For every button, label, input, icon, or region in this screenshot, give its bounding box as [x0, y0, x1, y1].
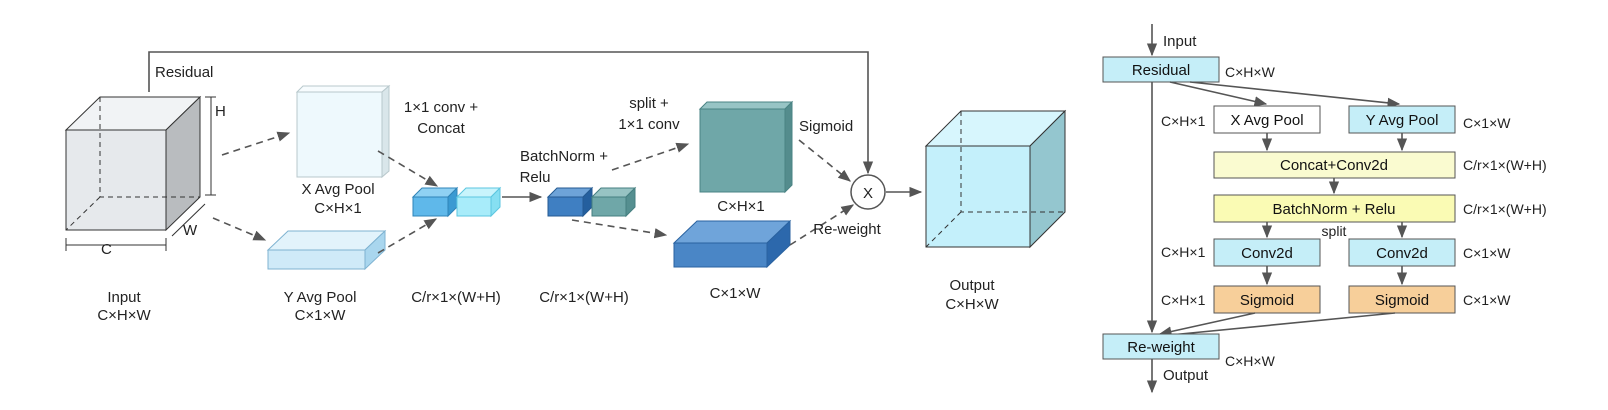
output-shape: C×H×W — [945, 296, 999, 313]
flow-residual-label: Residual — [1132, 62, 1190, 79]
bn-shape: C/r×1×(W+H) — [539, 289, 629, 306]
x-pool-shape: C×H×1 — [314, 200, 362, 217]
dim-c-label: C — [101, 241, 112, 258]
split-conv-line2: 1×1 conv — [618, 116, 680, 133]
arrow-input-to-ypool — [212, 217, 267, 241]
flow-xpool-shape: C×H×1 — [1161, 113, 1206, 129]
flow-sig-right-label: Sigmoid — [1375, 292, 1429, 309]
residual-label: Residual — [155, 64, 213, 81]
flow-arrow-to-xpool — [1169, 81, 1268, 107]
flow-bn-shape: C/r×1×(W+H) — [1463, 201, 1547, 217]
x-pool-label: X Avg Pool — [301, 181, 374, 198]
flow-arrow-sig-left-reweight — [1158, 312, 1256, 337]
flow-bn-label: BatchNorm + Relu — [1273, 201, 1396, 218]
h-branch-shape: C×H×1 — [717, 198, 765, 215]
flow-conv-right-box — [1348, 238, 1456, 267]
flow-concat-box — [1213, 151, 1456, 179]
flow-concat-shape: C/r×1×(W+H) — [1463, 157, 1547, 173]
flow-residual-box — [1102, 56, 1220, 83]
flow-arrow-sig-right-reweight — [1158, 312, 1396, 340]
dim-w-label: W — [183, 222, 198, 239]
input-dimension-marks — [65, 96, 216, 251]
multiply-node — [850, 174, 886, 210]
input-cube — [64, 95, 202, 232]
split-conv-line1: split + — [629, 95, 669, 112]
flow-conv-right-shape: C×1×W — [1463, 245, 1511, 261]
arrow-w-to-multiply — [789, 204, 855, 246]
flow-sig-right-box — [1348, 285, 1456, 314]
arrow-h-to-multiply — [798, 139, 851, 182]
left-panel: Residual H C W Input C×H×W — [64, 51, 1067, 324]
flow-conv-left-label: Conv2d — [1241, 245, 1293, 262]
flow-sig-left-box — [1213, 285, 1321, 314]
flow-reweight-shape: C×H×W — [1225, 353, 1276, 369]
flow-conv-left-box — [1213, 238, 1321, 267]
flow-xpool-label: X Avg Pool — [1230, 112, 1303, 129]
bn-relu-line2: Relu — [520, 169, 551, 186]
w-branch-block — [672, 219, 792, 269]
residual-connection-line — [148, 51, 874, 175]
output-label: Output — [949, 277, 995, 294]
output-cube — [924, 109, 1067, 249]
sigmoid-label: Sigmoid — [799, 118, 853, 135]
flow-input-label: Input — [1163, 33, 1197, 50]
right-panel: Input Residual C×H×W X Avg Pool C×H×1 Y … — [1102, 24, 1547, 394]
multiply-symbol: X — [863, 185, 873, 202]
conv-concat-line1: 1×1 conv + — [404, 99, 478, 116]
flow-sig-left-shape: C×H×1 — [1161, 292, 1206, 308]
dim-h-label: H — [215, 103, 226, 120]
flow-conv-left-shape: C×H×1 — [1161, 244, 1206, 260]
flow-conv-right-label: Conv2d — [1376, 245, 1428, 262]
conv-concat-line2: Concat — [417, 120, 465, 137]
input-label: Input — [107, 289, 141, 306]
flow-sig-right-shape: C×1×W — [1463, 292, 1511, 308]
arrow-ypool-to-concat — [377, 218, 438, 254]
w-branch-shape: C×1×W — [710, 285, 762, 302]
arrow-bn-to-w-branch — [571, 219, 668, 239]
flow-ypool-label: Y Avg Pool — [1366, 112, 1439, 129]
concat-block — [411, 186, 502, 218]
bn-relu-line1: BatchNorm + — [520, 148, 608, 165]
y-avg-pool-block — [266, 229, 387, 271]
flow-residual-shape: C×H×W — [1225, 64, 1276, 80]
flow-split-label: split — [1322, 223, 1347, 239]
flow-concat-label: Concat+Conv2d — [1280, 157, 1388, 174]
arrow-bn-to-h-branch — [611, 142, 690, 171]
flow-sig-left-label: Sigmoid — [1240, 292, 1294, 309]
reweight-label: Re-weight — [813, 221, 881, 238]
flow-reweight-label: Re-weight — [1127, 339, 1195, 356]
flow-arrow-to-ypool — [1189, 81, 1401, 108]
flow-output-label: Output — [1163, 367, 1209, 384]
flow-xpool-box — [1213, 105, 1321, 134]
arrow-input-to-xpool — [221, 131, 291, 156]
flow-ypool-shape: C×1×W — [1463, 115, 1511, 131]
x-avg-pool-block — [295, 84, 391, 179]
input-shape: C×H×W — [97, 307, 151, 324]
y-pool-label: Y Avg Pool — [284, 289, 357, 306]
flow-ypool-box — [1348, 105, 1456, 134]
h-branch-block — [698, 100, 794, 194]
batchnorm-relu-block — [546, 186, 637, 218]
y-pool-shape: C×1×W — [295, 307, 347, 324]
flow-bn-box — [1213, 194, 1456, 223]
flow-reweight-box — [1102, 333, 1220, 360]
concat-shape: C/r×1×(W+H) — [411, 289, 501, 306]
